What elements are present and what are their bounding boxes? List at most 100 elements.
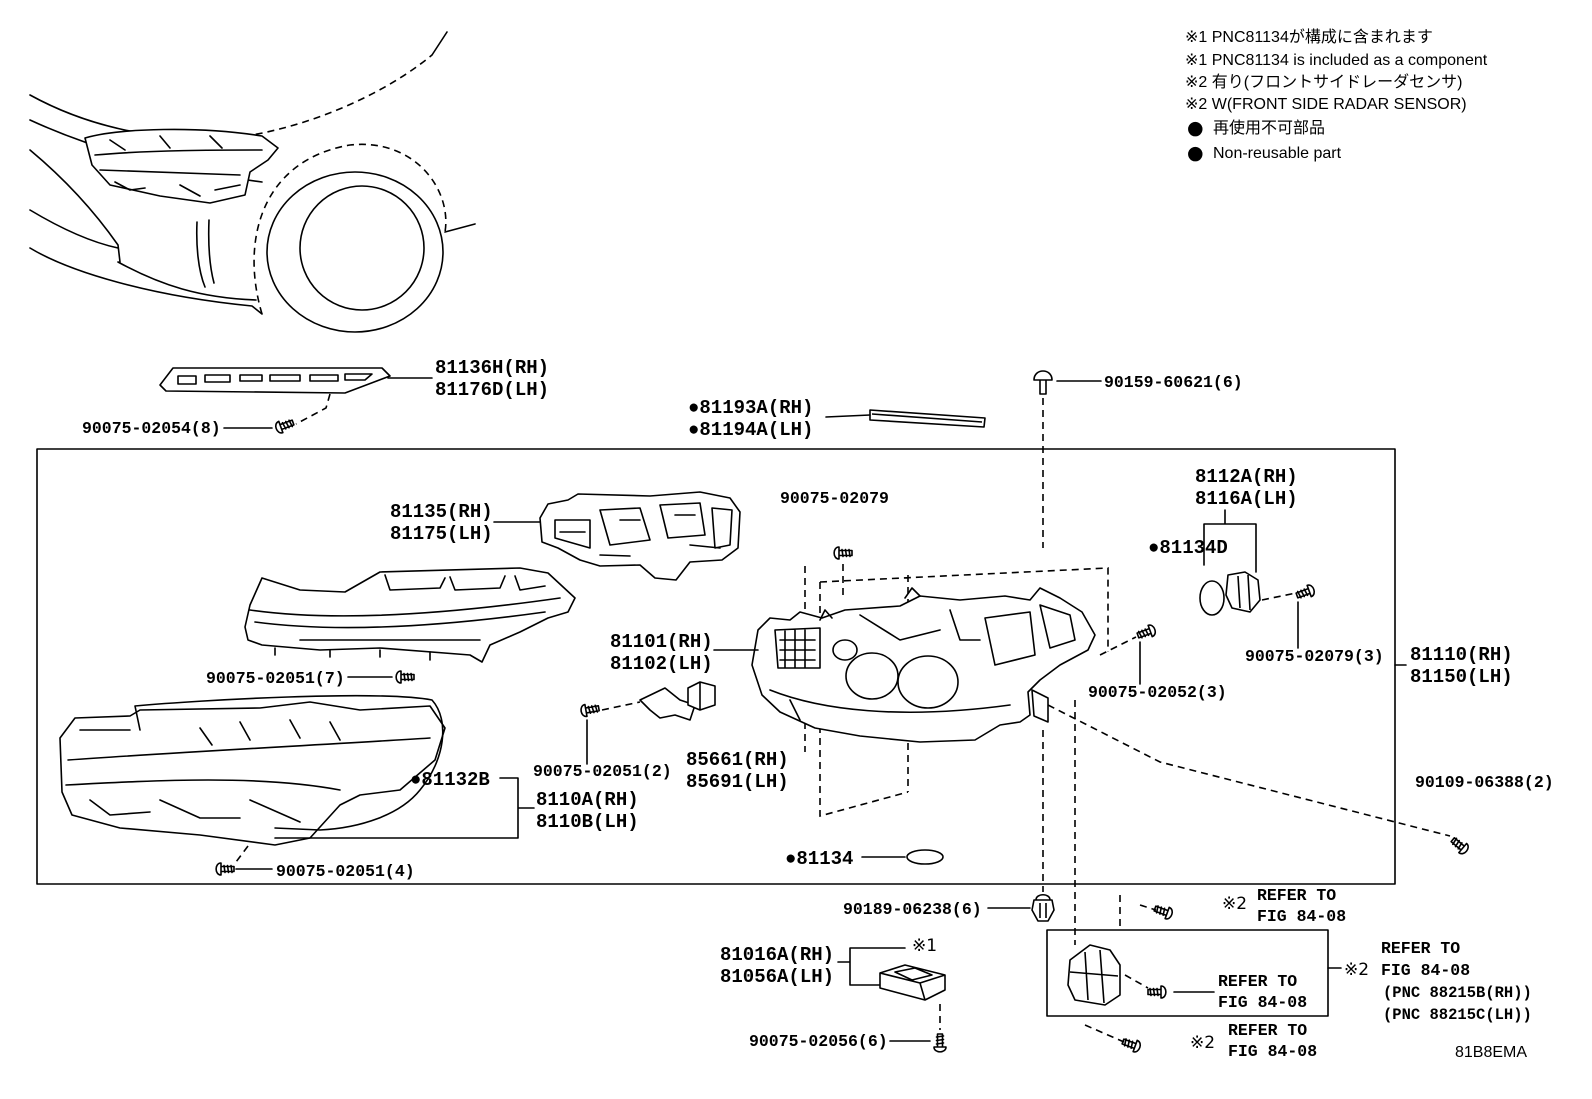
part-90159-60621 [1033,370,1102,548]
cover-detail [554,502,733,557]
bolt-icon [1033,370,1053,395]
callout-90189-06238[interactable]: 90189-06238(6) [843,900,982,919]
legend-bullet-icon: ● [1187,142,1204,164]
callout-8110b[interactable]: 8110B(LH) [536,811,639,833]
callout-81056a[interactable]: 81056A(LH) [720,966,834,988]
callout-81134[interactable]: ●81134 [785,848,853,870]
part-8112a [1199,509,1317,649]
vehicle-headlamp-detail [94,135,263,197]
reference-pnc-lh: (PNC 88215C(LH)) [1383,1006,1532,1024]
radar-sensor-group [1046,895,1342,1055]
legend-nonreusable-en: Non-reusable part [1213,145,1342,162]
seal-81132b [134,694,444,831]
reference-fig[interactable]: FIG 84-08 [1257,907,1346,926]
callout-85661[interactable]: 85661(RH) [686,749,789,771]
reference-mark: ※2 [1344,960,1369,980]
callout-81016a[interactable]: 81016A(RH) [720,944,834,966]
callout-81110[interactable]: 81110(RH) [1410,644,1513,666]
part-81136h [159,367,433,436]
wheel-arch [253,143,447,315]
housing-reflector [832,639,858,661]
clip-icon [1031,893,1055,922]
part-81135 [493,491,741,581]
seal-strip [869,409,986,428]
callout-81134d[interactable]: ●81134D [1148,537,1228,559]
dashed-assembly-line [804,564,1109,818]
housing-outline [751,587,1096,743]
reference-refer-to[interactable]: REFER TO [1228,1021,1307,1040]
dashed-assembly-line [1261,592,1297,601]
part-81101 [713,546,1109,818]
legend: ※1 PNC81134が構成に含まれます ※1 PNC81134 is incl… [1185,28,1488,164]
dashed-assembly-line [601,701,641,711]
dashed-assembly-line [1047,704,1451,837]
lens-detail [65,719,431,823]
reference-pnc-rh: (PNC 88215B(RH)) [1383,984,1532,1002]
socket-cap [1225,571,1261,613]
reference-refer-to[interactable]: REFER TO [1257,886,1336,905]
leader-8112a [1203,509,1257,573]
callout-81176d[interactable]: 81176D(LH) [435,379,549,401]
legend-note2-en: ※2 W(FRONT SIDE RADAR SENSOR) [1185,96,1467,113]
callout-81132b[interactable]: ●81132B [410,769,490,791]
callout-90075-02052[interactable]: 90075-02052(3) [1088,683,1227,702]
housing-reflector [897,655,959,709]
callout-81101[interactable]: 81101(RH) [610,631,713,653]
lens-outline [59,701,446,846]
radar-reference-frame [1046,929,1329,1017]
part-81016a [837,947,947,1053]
part-81134 [861,849,944,865]
callout-90109-06388[interactable]: 90109-06388(2) [1415,773,1554,792]
reference-refer-to[interactable]: REFER TO [1218,972,1297,991]
part-85661 [579,681,716,765]
computer-module [879,964,946,1001]
legend-bullet-icon: ● [1187,117,1204,139]
upper-cover-detail [177,373,373,385]
callout-81102[interactable]: 81102(LH) [610,653,713,675]
callout-90075-02079-3[interactable]: 90075-02079(3) [1245,647,1384,666]
part-90075-02052 [1099,622,1158,685]
reference-mark: ※2 [1190,1033,1215,1053]
dashed-assembly-line [1042,700,1076,945]
callout-90075-02051-7[interactable]: 90075-02051(7) [206,669,345,688]
note1-mark: ※1 [912,936,937,956]
radar-bracket [1067,944,1121,1006]
vehicle-front-view [29,31,476,333]
callout-8116a[interactable]: 8116A(LH) [1195,488,1298,510]
part-90189-06238 [987,700,1076,945]
callout-90075-02079[interactable]: 90075-02079 [780,489,889,508]
legend-note1-ja: ※1 PNC81134が構成に含まれます [1185,28,1433,46]
callout-81135[interactable]: 81135(RH) [390,501,493,523]
reference-mark: ※2 [1222,894,1247,914]
callout-90159-60621[interactable]: 90159-60621(6) [1104,373,1243,392]
part-81193a [825,409,986,428]
bracket-piece [639,687,696,721]
callout-81150[interactable]: 81150(LH) [1410,666,1513,688]
callout-90075-02051-4[interactable]: 90075-02051(4) [276,862,415,881]
part-lamp-bezel [244,567,576,684]
dashed-assembly-line [295,393,331,425]
dashed-assembly-line [235,845,249,863]
callout-90075-02054[interactable]: 90075-02054(8) [82,419,221,438]
dashed-assembly-line [1099,636,1137,656]
reference-fig[interactable]: FIG 84-08 [1218,993,1307,1012]
callout-8112a[interactable]: 8112A(RH) [1195,466,1298,488]
callout-85691[interactable]: 85691(LH) [686,771,789,793]
callout-90075-02056[interactable]: 90075-02056(6) [749,1032,888,1051]
callout-90075-02051-2[interactable]: 90075-02051(2) [533,762,672,781]
part-8110a [59,694,535,876]
gasket-ring [906,849,944,865]
reference-fig[interactable]: FIG 84-08 [1381,961,1470,980]
reference-refer-to[interactable]: REFER TO [1381,939,1460,958]
callout-8110a[interactable]: 8110A(RH) [536,789,639,811]
front-wheel [266,171,444,333]
front-wheel-rim [299,185,425,311]
callout-81194a[interactable]: ●81194A(LH) [688,419,813,441]
gasket-81134d [1199,580,1225,616]
legend-note1-en: ※1 PNC81134 is included as a component [1185,52,1488,69]
callout-81175[interactable]: 81175(LH) [390,523,493,545]
callout-81193a[interactable]: ●81193A(RH) [688,397,813,419]
callout-81136h[interactable]: 81136H(RH) [435,357,549,379]
reference-fig[interactable]: FIG 84-08 [1228,1042,1317,1061]
